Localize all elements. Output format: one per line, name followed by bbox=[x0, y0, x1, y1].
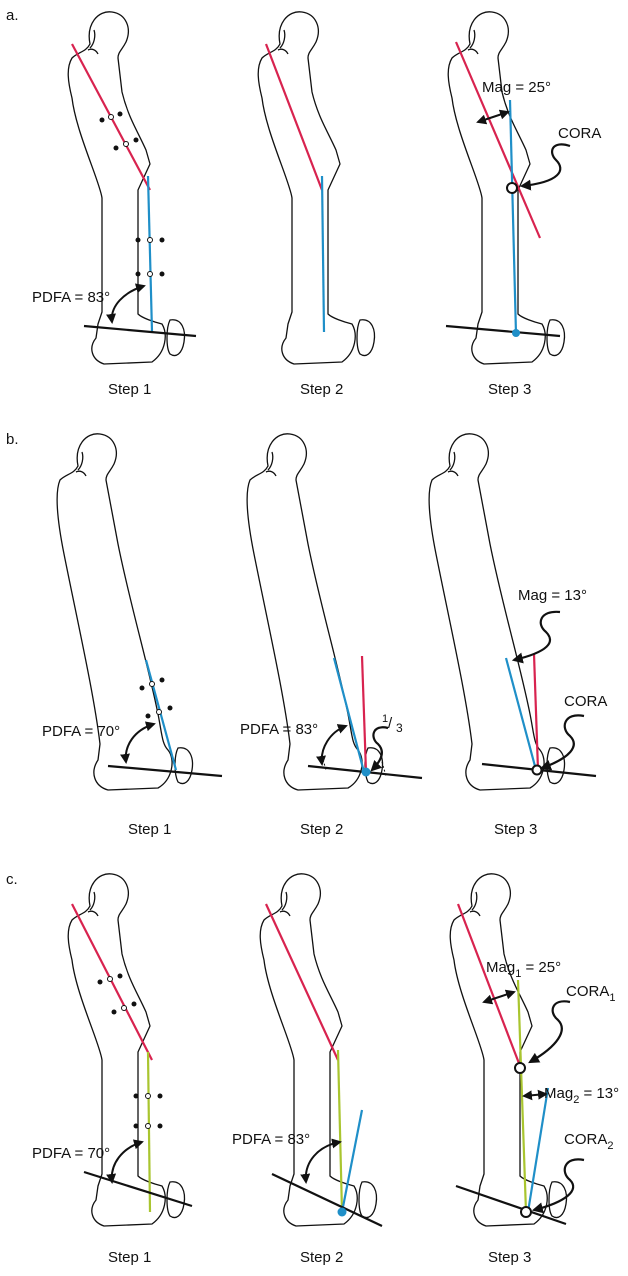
panel-label-c: c. bbox=[6, 871, 18, 888]
mag-pointer bbox=[511, 610, 561, 664]
cora-point bbox=[506, 182, 518, 194]
mag-label: Mag = 13° bbox=[518, 587, 587, 604]
step-label: Step 1 bbox=[108, 381, 151, 398]
mag2-arrow bbox=[522, 1089, 548, 1101]
proximal-axis-line bbox=[454, 41, 542, 239]
joint-edge-tick bbox=[321, 755, 327, 771]
pdfa-label: PDFA = 83° bbox=[240, 721, 318, 738]
distal-axis-line bbox=[526, 1087, 550, 1213]
mag-arrow bbox=[476, 109, 510, 125]
pdfa-label: PDFA = 70° bbox=[32, 1145, 110, 1162]
proximal-axis-line bbox=[265, 903, 339, 1061]
cora-point bbox=[531, 764, 543, 776]
bisector-points bbox=[99, 111, 165, 277]
joint-line bbox=[445, 324, 561, 338]
step-label: Step 3 bbox=[488, 1249, 531, 1266]
fraction-denominator: 3 bbox=[396, 721, 403, 735]
step-label: Step 1 bbox=[128, 821, 171, 838]
mag1-arrow bbox=[482, 989, 516, 1005]
panel-b: b. PDFA = 70° Step 1 bbox=[6, 431, 607, 838]
joint-line bbox=[83, 324, 197, 338]
midpoints bbox=[149, 681, 162, 715]
femur-outline bbox=[67, 11, 186, 365]
cora-pointer bbox=[519, 143, 571, 191]
joint-line bbox=[83, 1170, 193, 1208]
bisector-points bbox=[97, 973, 163, 1129]
joint-line bbox=[455, 1184, 567, 1226]
fraction-slash: / bbox=[388, 715, 393, 732]
pdfa-angle-arrow bbox=[120, 721, 156, 764]
step-label: Step 2 bbox=[300, 381, 343, 398]
bisector-points bbox=[139, 677, 173, 719]
pdfa-label: PDFA = 70° bbox=[42, 723, 120, 740]
pdfa-label: PDFA = 83° bbox=[32, 289, 110, 306]
step-label: Step 3 bbox=[494, 821, 537, 838]
panel-b-step2: PDFA = 83° 1 / 3 Step 2 bbox=[240, 433, 423, 838]
anatomic-axis-line bbox=[516, 979, 528, 1213]
step-label: Step 3 bbox=[488, 381, 531, 398]
distal-axis-line bbox=[144, 659, 178, 771]
step-label: Step 2 bbox=[300, 821, 343, 838]
fraction-numerator: 1 bbox=[382, 713, 388, 725]
pdfa-angle-arrow bbox=[106, 283, 146, 324]
panel-b-step3: Mag = 13° CORA Step 3 bbox=[428, 433, 607, 838]
fraction-pointer bbox=[370, 726, 389, 772]
joint-center-point bbox=[361, 767, 371, 777]
femur-outline bbox=[428, 433, 566, 791]
mag1-label: Mag1 = 25° bbox=[486, 959, 561, 980]
pdfa-angle-arrow bbox=[300, 1138, 342, 1184]
reference-axis-line bbox=[532, 653, 540, 771]
cora2-pointer bbox=[531, 1158, 585, 1214]
distal-axis-line bbox=[332, 657, 366, 773]
proximal-axis-line bbox=[264, 43, 324, 191]
femur-outline bbox=[257, 11, 376, 365]
midpoints bbox=[107, 976, 151, 1129]
cora1-label: CORA1 bbox=[566, 983, 615, 1004]
joint-center-point bbox=[512, 329, 520, 337]
panel-c-step2: PDFA = 83° Step 2 bbox=[232, 873, 383, 1266]
cora-label: CORA bbox=[564, 693, 607, 710]
panel-a-step2: Step 2 bbox=[257, 11, 376, 398]
panel-label-a: a. bbox=[6, 7, 19, 24]
pdfa-angle-arrow bbox=[316, 724, 348, 766]
mag-label: Mag = 25° bbox=[482, 79, 551, 96]
reference-axis-line bbox=[360, 655, 368, 773]
joint-edge-tick bbox=[381, 761, 387, 777]
panel-a: a. PDFA = 83° Step 1 bbox=[6, 7, 601, 398]
mag2-label: Mag2 = 13° bbox=[544, 1085, 619, 1106]
proximal-axis-line bbox=[71, 903, 153, 1061]
anatomic-axis-line bbox=[146, 1051, 152, 1213]
cora2-label: CORA2 bbox=[564, 1131, 613, 1152]
step-label: Step 1 bbox=[108, 1249, 151, 1266]
distal-axis-line bbox=[340, 1109, 364, 1213]
pdfa-label: PDFA = 83° bbox=[232, 1131, 310, 1148]
cora1-point bbox=[514, 1062, 526, 1074]
panel-c-step1: PDFA = 70° Step 1 bbox=[32, 873, 193, 1266]
panel-c: c. PDFA = 70° Step 1 bbox=[6, 871, 619, 1266]
cora1-pointer bbox=[528, 1000, 571, 1064]
step-label: Step 2 bbox=[300, 1249, 343, 1266]
panel-label-b: b. bbox=[6, 431, 19, 448]
midpoints bbox=[108, 114, 153, 277]
distal-axis-line bbox=[146, 175, 154, 333]
panel-a-step1: PDFA = 83° Step 1 bbox=[32, 11, 197, 398]
cora2-point bbox=[520, 1206, 532, 1218]
panel-a-step3: Mag = 25° CORA Step 3 bbox=[445, 11, 601, 398]
joint-center-point bbox=[337, 1207, 347, 1217]
proximal-axis-line bbox=[456, 903, 522, 1067]
cora-pointer bbox=[539, 714, 585, 771]
distal-axis-line bbox=[508, 99, 518, 335]
panel-b-step1: PDFA = 70° Step 1 bbox=[42, 433, 223, 838]
distal-axis-line bbox=[504, 657, 538, 771]
distal-axis-line bbox=[320, 175, 326, 333]
anatomic-axis-line bbox=[336, 1049, 344, 1213]
pdfa-angle-arrow bbox=[106, 1139, 144, 1184]
cora-label: CORA bbox=[558, 125, 601, 142]
joint-line bbox=[271, 1173, 383, 1227]
joint-line bbox=[107, 764, 223, 778]
panel-c-step3: Mag1 = 25° CORA1 Mag2 = 13° CORA2 Step 3 bbox=[449, 873, 619, 1266]
